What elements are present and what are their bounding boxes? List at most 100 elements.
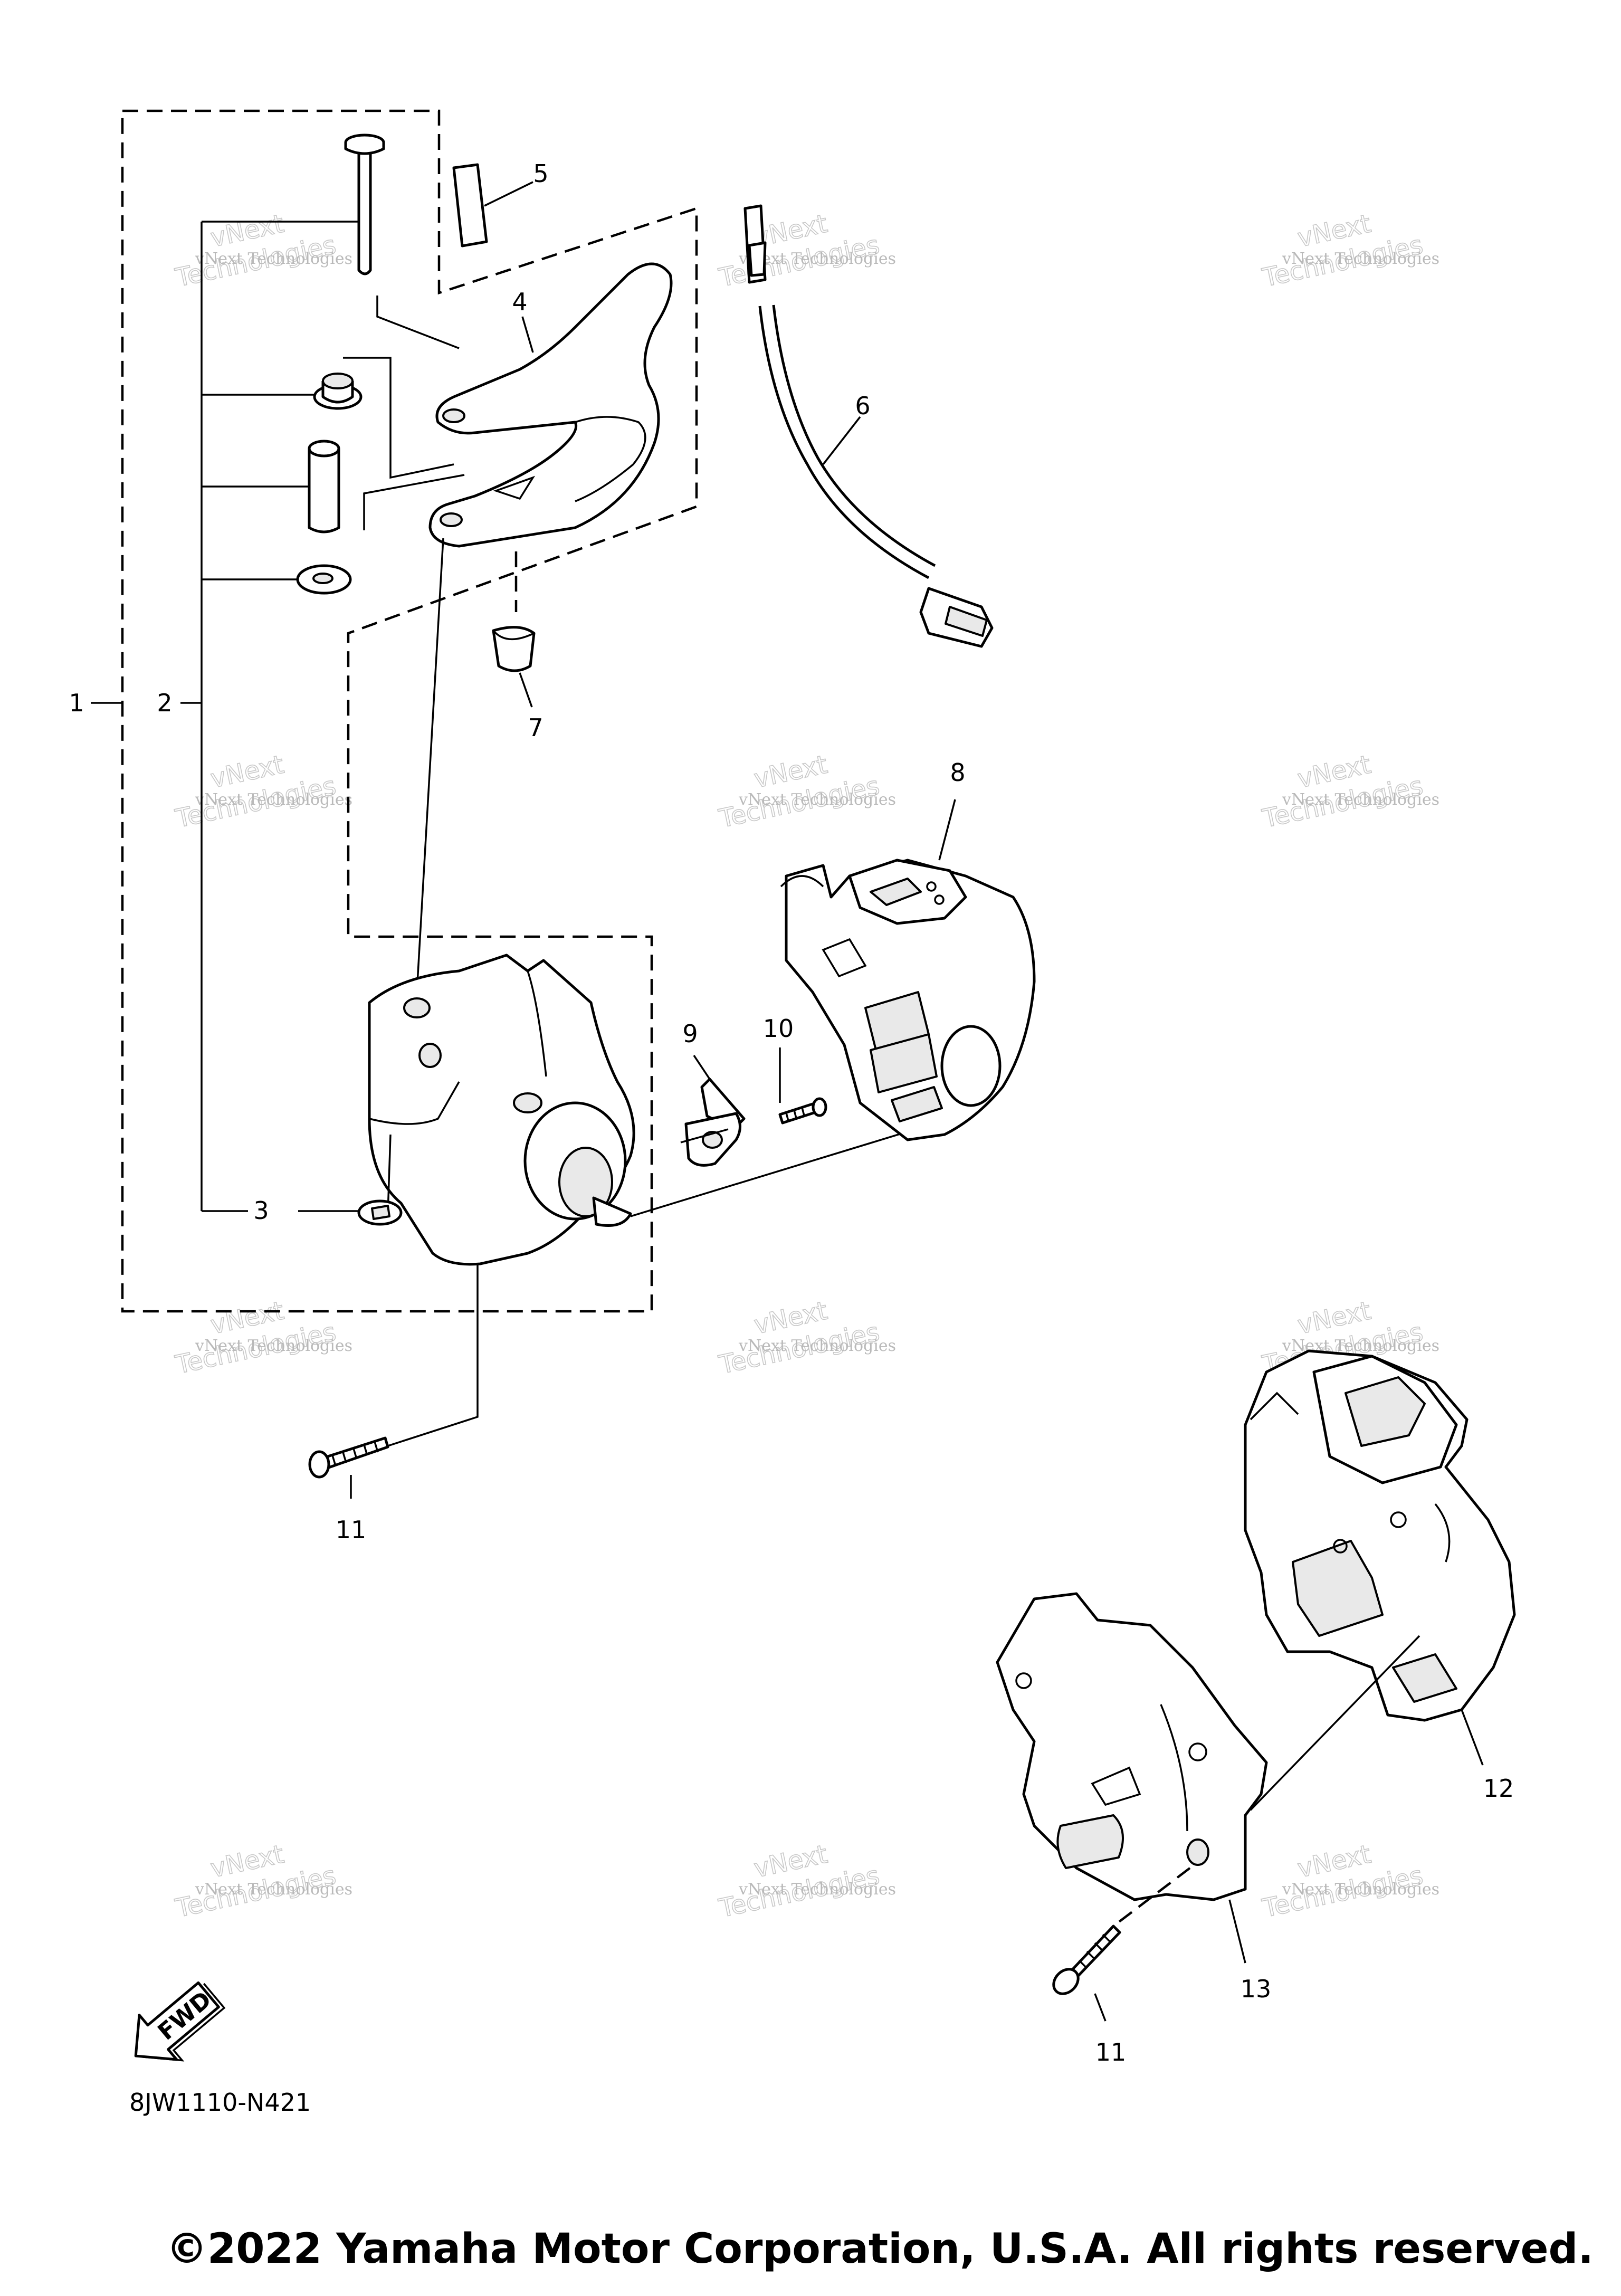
switch-cover-slot (592, 1196, 632, 1227)
switch-unit-clip (822, 938, 867, 978)
watermark: Technologies vNext vNext Technologies (172, 1295, 352, 1380)
switch-12-connector (1292, 1540, 1384, 1637)
part-label-10: 10 (763, 1014, 794, 1043)
bushing (308, 440, 340, 533)
part-10-screw (778, 1047, 827, 1125)
watermark-text: vNext Technologies (738, 790, 896, 809)
cover-13-notch (1091, 1766, 1141, 1806)
assembly-line-cover-to-switch (630, 1128, 916, 1217)
watermark-text: vNext Technologies (195, 250, 352, 268)
leader-line-13 (1228, 1899, 1246, 1964)
watermark: Technologies vNext vNext Technologies (1259, 208, 1439, 293)
cover-13-body (996, 1592, 1268, 1901)
switch-12-button (1345, 1376, 1426, 1447)
part-label-5: 5 (533, 159, 548, 188)
switch-unit-button (870, 878, 922, 906)
part-11-bolt-a (308, 1436, 389, 1499)
part-11-bolt-b (1052, 1925, 1121, 2022)
cover-13-hole (1186, 1838, 1209, 1866)
leader-pin-to-lever (376, 296, 460, 349)
leader-line-8 (938, 799, 956, 861)
pin-head-rim (344, 142, 385, 155)
bolt-head (308, 1450, 330, 1479)
part-label-1: 1 (69, 689, 84, 717)
assembly-line-cover-to-switch-12 (1250, 1635, 1420, 1811)
fwd-arrow-shape (134, 1981, 220, 2061)
pivot-pin (344, 134, 385, 275)
bolt-b-head (1052, 1968, 1080, 1995)
plate-body (452, 163, 488, 247)
watermark: Technologies vNext vNext Technologies (716, 749, 896, 834)
watermark-text: vNext Technologies (738, 1880, 896, 1899)
watermark: Technologies vNext vNext Technologies (172, 749, 352, 834)
cover-13-boss (1015, 1672, 1032, 1689)
part-5-plate (452, 163, 533, 247)
lever-pivot-hole (442, 408, 465, 423)
leader-bushing (363, 474, 465, 530)
assembly-line-bracket (680, 1128, 729, 1144)
watermark-text: vNext Technologies (1282, 250, 1439, 268)
part-13-cover (996, 1592, 1268, 1964)
part-label-8: 8 (950, 758, 965, 787)
bushing-body (308, 449, 340, 533)
switch-12-boss (1333, 1539, 1348, 1554)
washer-hole (312, 573, 333, 584)
part-label-11b: 11 (1095, 2038, 1127, 2066)
leader-line-6 (822, 416, 861, 465)
clip-fold (492, 630, 535, 640)
watermark: Technologies vNext vNext Technologies (716, 1295, 896, 1380)
switch-unit-led-a (926, 881, 937, 892)
part-3-grommet (357, 1199, 403, 1226)
watermark-text: vNext Technologies (195, 1880, 352, 1899)
watermark-text: vNext Technologies (195, 790, 352, 809)
harness-plug-face (945, 606, 988, 637)
switch-cover-hole (403, 997, 431, 1018)
lever-body (428, 262, 673, 548)
cover-leader-to-3 (387, 1134, 392, 1214)
collar (313, 373, 363, 410)
switch-unit-bore (940, 1025, 1002, 1107)
switch-unit-tab (891, 1086, 943, 1122)
leader-line-12 (1461, 1709, 1484, 1766)
screw-thread (785, 1107, 805, 1121)
assembly-1-dashed-boundary (121, 109, 698, 1313)
watermark-text: vNext Technologies (738, 1337, 896, 1355)
part-4-lever (428, 262, 673, 548)
watermark: Technologies vNext vNext Technologies (716, 208, 896, 293)
part-label-7: 7 (528, 713, 543, 742)
part-label-11a: 11 (336, 1516, 367, 1544)
bolt-b-thread (1078, 1933, 1111, 1968)
screw-head (812, 1097, 827, 1117)
watermark: Technologies vNext vNext Technologies (1259, 1839, 1439, 1924)
diagram-code: 8JW1110-N421 (129, 2088, 311, 2117)
part-label-4: 4 (512, 288, 527, 316)
bushing-top (308, 440, 340, 458)
switch-unit-lever-edge (780, 875, 824, 888)
fwd-arrow-shadow (141, 1983, 226, 2062)
part-6-harness (743, 204, 994, 648)
switch-12-lever (1250, 1392, 1299, 1421)
part-8-switch-unit (780, 799, 1036, 1141)
bolt-thread (331, 1441, 379, 1466)
harness-cable-outline-a (758, 306, 930, 579)
watermark: Technologies vNext vNext Technologies (1259, 749, 1439, 834)
part-label-12: 12 (1483, 1774, 1514, 1803)
part-label-6: 6 (855, 392, 870, 420)
cover-13-window (1056, 1814, 1124, 1869)
part-label-13: 13 (1241, 1975, 1272, 2003)
cover-13-edge (1160, 1704, 1188, 1832)
lever-inner-curve (575, 416, 646, 502)
part-7-clip (492, 551, 536, 708)
leader-lever-to-cover (416, 538, 444, 993)
group-bracket-lines (91, 221, 369, 1212)
watermark-text: vNext Technologies (195, 1337, 352, 1355)
part-label-2: 2 (157, 689, 172, 717)
cover-seam (527, 970, 547, 1077)
switch-12-wire (1434, 1503, 1451, 1563)
part-9-bracket (684, 1055, 746, 1167)
switch-unit-led-b (934, 894, 945, 905)
watermark: Technologies vNext vNext Technologies (172, 1839, 352, 1924)
assembly-line-bolt-b (1112, 1867, 1191, 1927)
switch-12-screw-hole (1390, 1511, 1407, 1528)
